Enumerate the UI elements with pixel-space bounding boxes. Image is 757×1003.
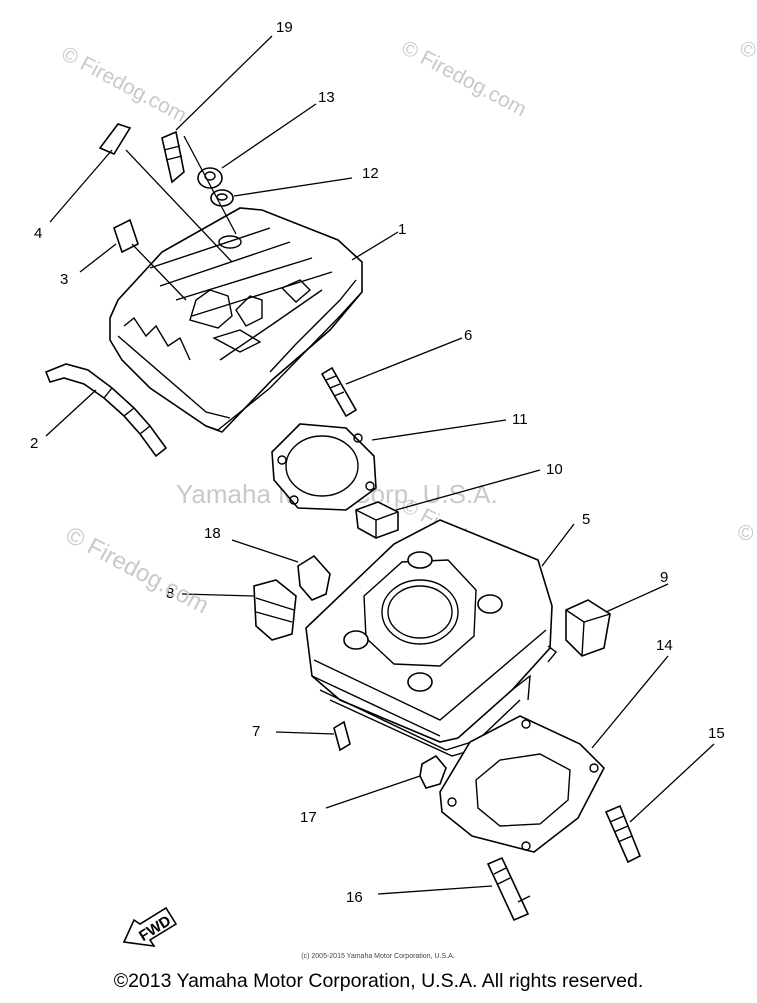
callout-4: 4	[34, 225, 42, 242]
cylinder-head	[109, 207, 363, 433]
cylinder-block	[305, 519, 557, 757]
callout-1: 1	[398, 221, 406, 238]
watermark-firedog-6: ©	[738, 522, 754, 545]
callout-17: 17	[300, 809, 317, 826]
callout-8: 8	[166, 585, 174, 602]
callout-14: 14	[656, 637, 673, 654]
nut-part	[355, 501, 399, 539]
head-gasket	[271, 423, 377, 511]
callout-18: 18	[204, 525, 221, 542]
callout-13: 13	[318, 89, 335, 106]
callout-11: 11	[512, 411, 528, 428]
callout-12: 12	[362, 165, 379, 182]
callout-2: 2	[30, 435, 38, 452]
watermark-firedog: © Firedog.com	[736, 36, 757, 121]
hose-part	[44, 363, 168, 458]
studs-bottom	[486, 804, 642, 922]
callout-3: 3	[60, 271, 68, 288]
callout-5: 5	[582, 511, 590, 528]
stud-top	[320, 366, 358, 418]
callout-15: 15	[708, 725, 725, 742]
callout-19: 19	[276, 19, 293, 36]
base-gasket	[439, 715, 605, 853]
small-parts-top	[98, 123, 234, 254]
callout-10: 10	[546, 461, 563, 478]
callout-9: 9	[660, 569, 668, 586]
footer-copyright: ©2013 Yamaha Motor Corporation, U.S.A. A…	[113, 970, 644, 992]
watermark-firedog: © Firedog.com	[61, 521, 213, 619]
callout-6: 6	[464, 327, 472, 344]
watermark-firedog: © Firedog.com	[398, 36, 531, 121]
leader-lines	[45, 35, 715, 895]
callout-16: 16	[346, 889, 363, 906]
callout-7: 7	[252, 723, 260, 740]
fwd-arrow-icon: FWD	[122, 906, 178, 948]
small-copyright: (c) 2005-2015 Yamaha Motor Corporation, …	[301, 953, 454, 960]
watermark-firedog: © Firedog.com	[58, 42, 191, 127]
small-parts-middle	[253, 554, 611, 789]
callout-numbers: 19 13 12 4 3 1 6 2 11 10 18 5 8 9 14 7 1…	[30, 19, 725, 906]
